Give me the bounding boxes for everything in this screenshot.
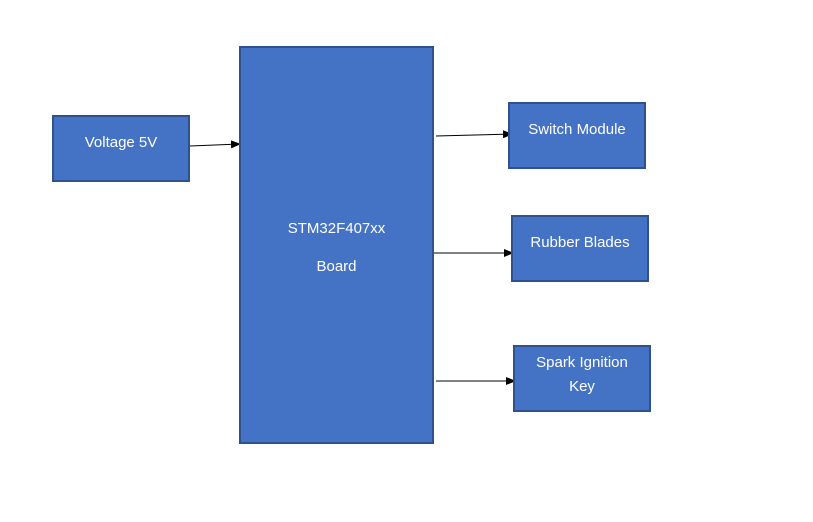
arrow-board-to-switch: [435, 130, 513, 139]
switch-module-block: Switch Module: [508, 102, 646, 169]
stm32-board-label-line2: Board: [316, 258, 357, 275]
spark-ignition-label-line1: Spark Ignition: [536, 354, 628, 371]
spark-ignition-label-line2: Key: [569, 378, 595, 395]
rubber-blades-block: Rubber Blades: [511, 215, 649, 282]
voltage-5v-label: Voltage 5V: [84, 134, 158, 151]
stm32-board-block: STM32F407xx Board: [239, 46, 434, 444]
arrow-voltage-to-board: [189, 140, 241, 149]
stm32-board-label-line1: STM32F407xx: [287, 220, 386, 237]
switch-module-label: Switch Module: [528, 121, 626, 138]
rubber-blades-label: Rubber Blades: [530, 234, 630, 251]
voltage-5v-block: Voltage 5V: [52, 115, 190, 182]
spark-ignition-key-block: Spark Ignition Key: [513, 345, 651, 412]
